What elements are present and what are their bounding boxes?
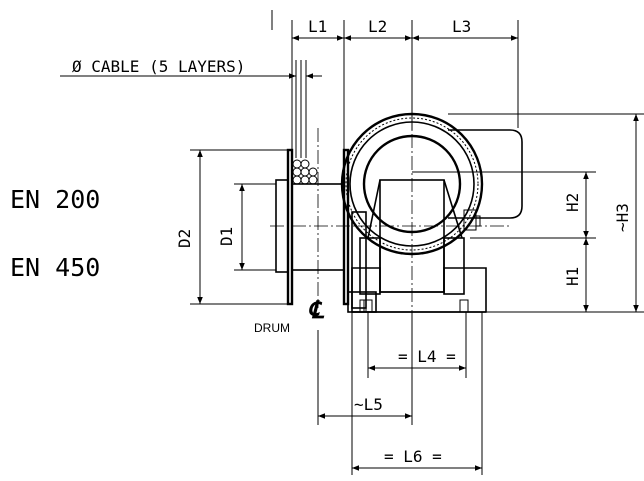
drum-label: DRUM — [254, 321, 290, 335]
dim-label-d1: D1 — [217, 227, 236, 246]
model-label-en450: EN 450 — [10, 253, 100, 282]
dim-label-d2: D2 — [175, 229, 194, 248]
cable-label: Ø CABLE (5 LAYERS) — [72, 57, 245, 76]
dim-label-l3: L3 — [452, 17, 471, 36]
model-label-en200: EN 200 — [10, 185, 100, 214]
dim-label-l4: = L4 = — [398, 347, 456, 366]
dim-label-l6: = L6 = — [384, 447, 442, 466]
dim-label-h2: H2 — [563, 193, 582, 212]
cable-wraps — [292, 159, 318, 185]
dim-label-l1: L1 — [308, 17, 327, 36]
dim-label-l5: ~L5 — [354, 395, 383, 414]
dim-label-h1: H1 — [563, 267, 582, 286]
dim-label-l2: L2 — [368, 17, 387, 36]
winch-body — [270, 112, 523, 330]
dim-label-h3: ~H3 — [613, 203, 632, 232]
centerline-symbol: ℄ — [308, 295, 325, 324]
